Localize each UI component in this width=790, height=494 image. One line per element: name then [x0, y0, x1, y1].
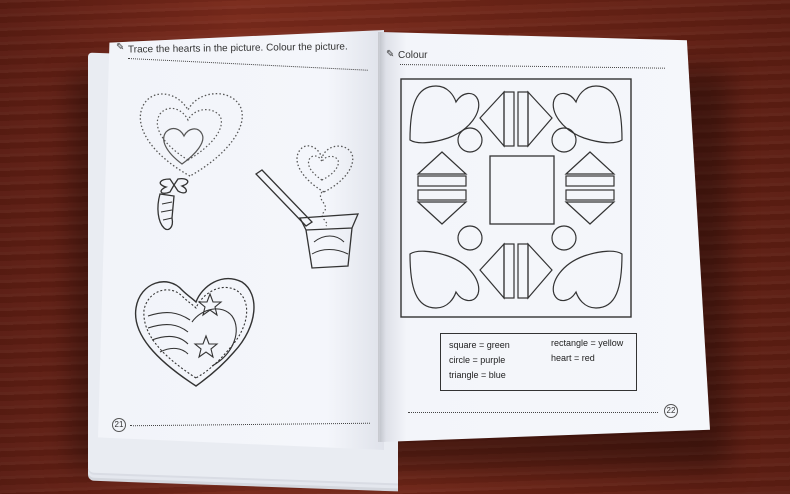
- striped-heart-drawing: [134, 277, 255, 387]
- legend-heart: heart = red: [551, 353, 595, 363]
- right-page-number: 22: [664, 404, 678, 418]
- right-footer-rule: [408, 412, 658, 413]
- balloon-hearts-drawing: [139, 93, 243, 231]
- right-page: [380, 32, 710, 442]
- left-page: [98, 30, 384, 450]
- pencil-icon: ✎: [386, 49, 395, 60]
- book-gutter: [378, 32, 386, 442]
- legend-rectangle: rectangle = yellow: [551, 338, 624, 348]
- shapes-colouring-grid: [400, 78, 632, 318]
- legend-triangle: triangle = blue: [449, 370, 506, 380]
- right-heading: Colour: [398, 50, 428, 61]
- legend-circle: circle = purple: [449, 355, 506, 365]
- legend-square: square = green: [449, 340, 510, 350]
- flowerpot-heart-drawing: [254, 145, 360, 269]
- pencil-icon: ✎: [116, 42, 125, 53]
- colour-key: square = green circle = purple triangle …: [440, 333, 637, 391]
- left-page-number: 21: [112, 418, 126, 432]
